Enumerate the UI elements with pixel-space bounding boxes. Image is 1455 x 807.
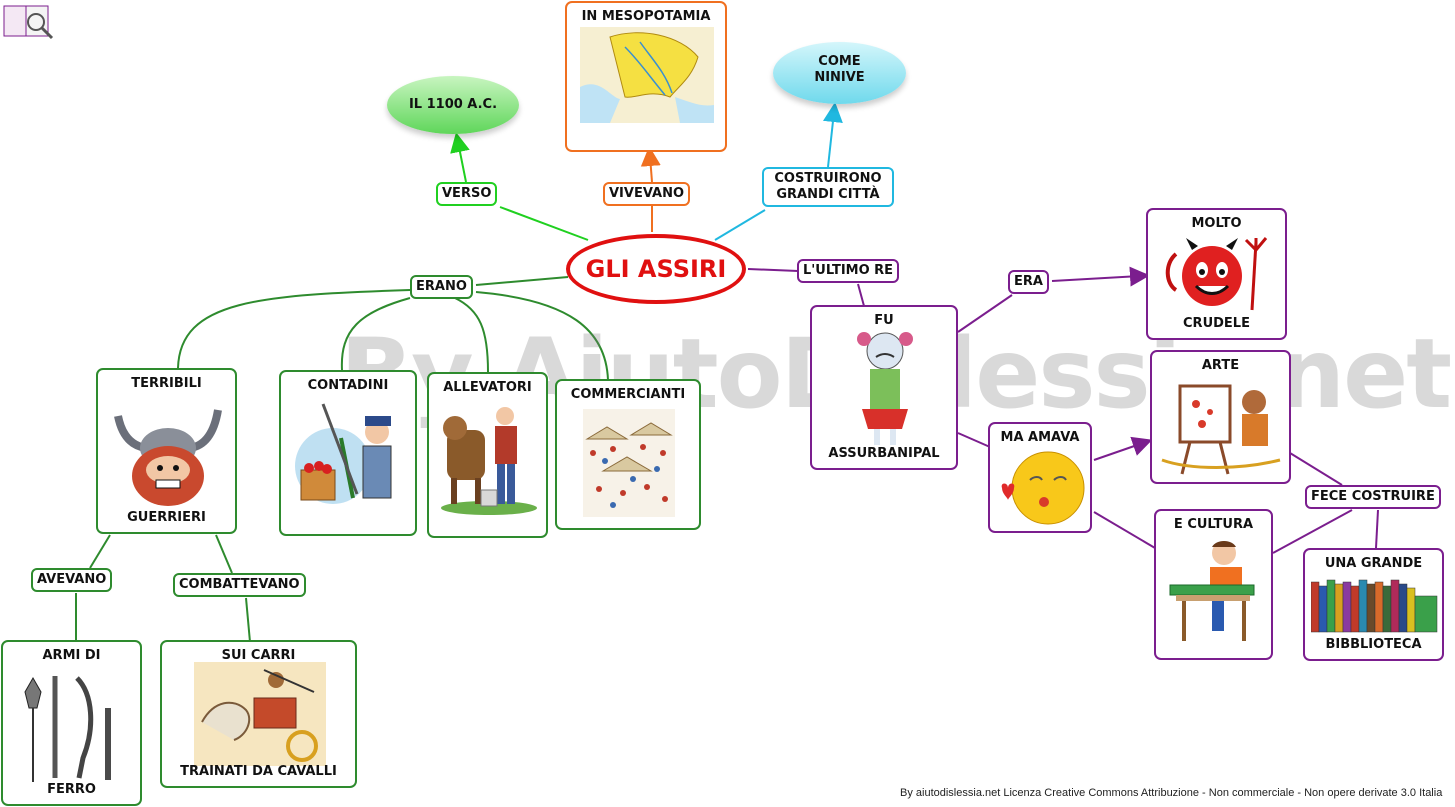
assurbanipal-card[interactable]: FU ASSURBANIPAL — [810, 305, 958, 470]
era-label[interactable]: ERA — [1008, 270, 1049, 294]
contadini-title: CONTADINI — [307, 378, 389, 393]
farmer-icon — [293, 398, 405, 514]
chariot-icon — [194, 662, 326, 770]
carri-title: SUI CARRI — [221, 648, 296, 663]
commercianti-title: COMMERCIANTI — [570, 387, 686, 402]
costruirono-label[interactable]: COSTRUIRONO GRANDI CITTÀ — [762, 167, 894, 207]
ma-amava-card[interactable]: MA AMAVA — [988, 422, 1092, 533]
armi-card[interactable]: ARMI DI FERRO — [1, 640, 142, 806]
mesopotamia-card[interactable]: IN MESOPOTAMIA — [565, 1, 727, 152]
terribili-caption: GUERRIERI — [127, 510, 206, 525]
allevatori-card[interactable]: ALLEVATORI — [427, 372, 548, 538]
arte-card[interactable]: ARTE — [1150, 350, 1291, 484]
allevatori-title: ALLEVATORI — [443, 380, 532, 395]
avevano-label[interactable]: AVEVANO — [31, 568, 113, 592]
site-logo-icon — [2, 2, 58, 42]
license-footer: By aiutodislessia.net Licenza Creative C… — [900, 787, 1443, 799]
painter-icon — [1160, 378, 1284, 482]
ultimo-re-label[interactable]: L'ULTIMO RE — [797, 259, 900, 283]
verso-label[interactable]: VERSO — [436, 182, 498, 206]
crudele-caption: CRUDELE — [1183, 316, 1250, 331]
date-bubble[interactable]: IL 1100 A.C. — [387, 76, 519, 134]
cultura-card[interactable]: E CULTURA — [1154, 509, 1273, 660]
carri-card[interactable]: SUI CARRI TRAINATI DA CAVALLI — [160, 640, 357, 788]
farmer-cow-icon — [437, 398, 541, 520]
ninive-bubble[interactable]: COME NINIVE — [773, 42, 906, 104]
iron-weapons-icon — [17, 668, 127, 790]
terribili-card[interactable]: TERRIBILI GUERRIERI — [96, 368, 237, 534]
biblioteca-title: UNA GRANDE — [1324, 556, 1423, 571]
crudele-card[interactable]: MOLTO CRUDELE — [1146, 208, 1287, 340]
terribili-title: TERRIBILI — [131, 376, 202, 391]
love-smiley-icon — [998, 448, 1086, 532]
crudele-title: MOLTO — [1191, 216, 1242, 231]
biblioteca-caption: BIBBLIOTECA — [1325, 637, 1422, 652]
contadini-card[interactable]: CONTADINI — [279, 370, 417, 536]
student-desk-icon — [1166, 539, 1266, 647]
commercianti-card[interactable]: COMMERCIANTI — [555, 379, 701, 530]
central-node[interactable]: GLI ASSIRI — [566, 234, 746, 304]
arte-title: ARTE — [1201, 358, 1240, 373]
devil-icon — [1156, 234, 1280, 316]
mesopotamia-title: IN MESOPOTAMIA — [581, 9, 711, 24]
biblioteca-card[interactable]: UNA GRANDE BIBBLIOTECA — [1303, 548, 1444, 661]
combattevano-label[interactable]: COMBATTEVANO — [173, 573, 306, 597]
armi-title: ARMI DI — [42, 648, 101, 663]
angry-king-icon — [850, 329, 920, 455]
fece-costruire-label[interactable]: FECE COSTRUIRE — [1305, 485, 1441, 509]
armi-caption: FERRO — [47, 782, 96, 797]
map-icon — [580, 27, 714, 127]
vivevano-label[interactable]: VIVEVANO — [603, 182, 691, 206]
assurbanipal-caption: ASSURBANIPAL — [828, 446, 940, 461]
erano-label[interactable]: ERANO — [410, 275, 473, 299]
cultura-title: E CULTURA — [1173, 517, 1254, 532]
carri-caption: TRAINATI DA CAVALLI — [180, 764, 337, 779]
books-icon — [1310, 576, 1439, 638]
viking-warrior-icon — [108, 396, 226, 514]
fu-title: FU — [874, 313, 894, 328]
market-icon — [583, 409, 675, 521]
ma-amava-title: MA AMAVA — [1000, 430, 1080, 445]
